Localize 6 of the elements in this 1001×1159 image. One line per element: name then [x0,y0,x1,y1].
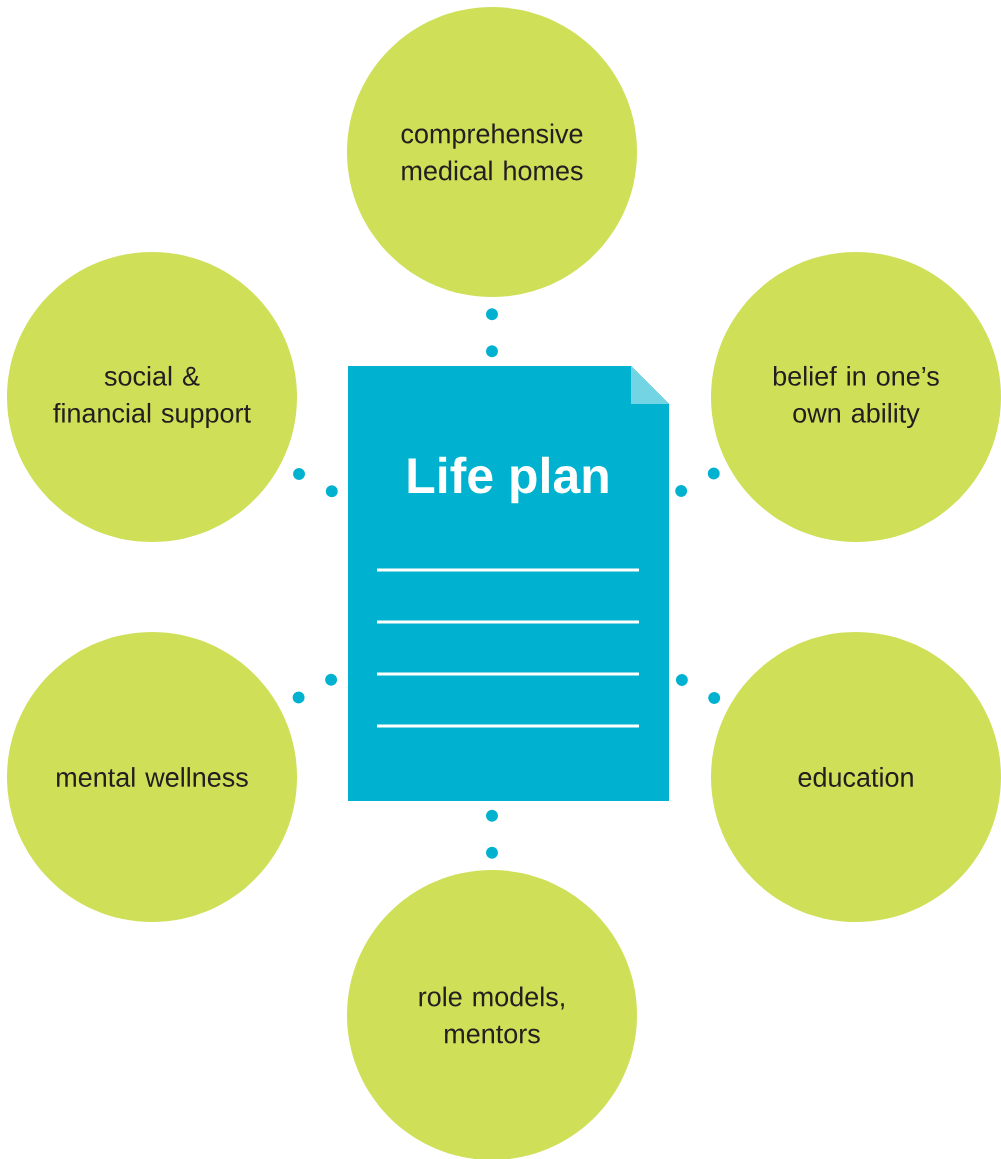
dotted-connector [486,305,498,358]
dotted-connector [290,466,338,498]
dotted-connector [290,673,338,705]
dotted-connector [675,674,723,706]
dotted-connector [675,466,723,497]
dotted-connector [486,809,498,862]
